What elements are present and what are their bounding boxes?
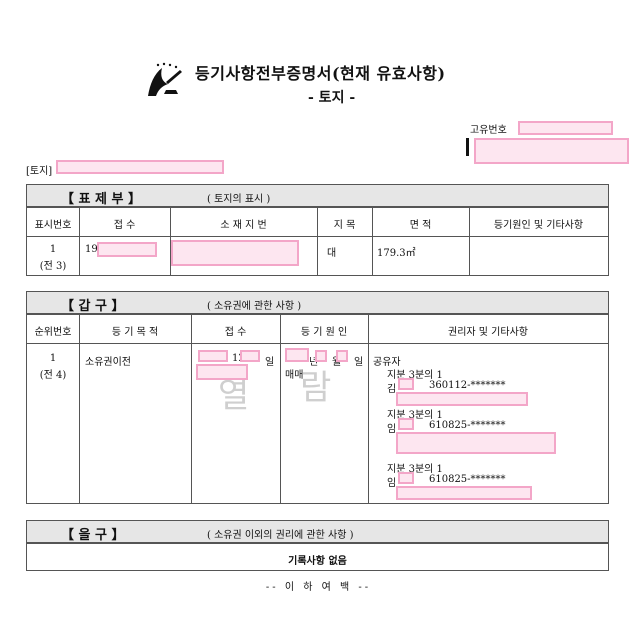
owners-title: 공유자 xyxy=(373,357,401,368)
barcode-mark xyxy=(466,138,469,156)
col-land-category: 지 목 xyxy=(333,220,356,231)
location-redaction xyxy=(171,240,299,266)
col-location: 소 재 지 번 xyxy=(220,220,267,231)
owner-2-name-redaction xyxy=(398,418,414,430)
owner-2-address-redaction xyxy=(396,432,556,454)
row-cause-year: 년 xyxy=(309,357,319,368)
receipt-redaction-3 xyxy=(196,364,248,380)
row-rank-number: 1 xyxy=(49,353,57,364)
row-receipt-fragment: 12 xyxy=(232,353,245,364)
section-eul-name: 【 을 구 】 xyxy=(61,528,125,543)
col-rights-holder: 권리자 및 기타사항 xyxy=(448,327,528,338)
row-registration-purpose: 소유권이전 xyxy=(85,357,131,368)
section-gap-table: 순위번호 등 기 목 적 접 수 등 기 원 인 권리자 및 기타사항 1 (전… xyxy=(26,314,609,504)
owner-2-share: 지분 3분의 1 xyxy=(387,410,443,421)
col-receipt: 접 수 xyxy=(113,220,136,231)
section-title-deed-table: 표시번호 접 수 소 재 지 번 지 목 면 적 등기원인 및 기타사항 1 (… xyxy=(26,207,609,276)
row-display-number-prev: (전 3) xyxy=(39,261,67,272)
row-area: 179.3㎡ xyxy=(377,248,416,259)
col-receipt: 접 수 xyxy=(224,327,247,338)
owner-3-address-redaction xyxy=(396,486,532,500)
unique-number-label: 고유번호 xyxy=(470,125,507,136)
owner-2-id: 610825-******* xyxy=(429,420,506,431)
no-records-note: 기록사항 없음 xyxy=(288,556,347,567)
section-eul-desc: ( 소유권 이외의 권리에 관한 사항 ) xyxy=(207,530,354,541)
cause-redaction-1 xyxy=(285,348,309,362)
col-area: 면 적 xyxy=(409,220,432,231)
section-title-deed-name: 【 표 제 부 】 xyxy=(61,192,141,207)
section-eul-header: 【 을 구 】 ( 소유권 이외의 권리에 관한 사항 ) xyxy=(26,520,609,543)
document-title: 등기사항전부증명서(현재 유효사항) xyxy=(195,64,446,83)
section-gap-header: 【 갑 구 】 ( 소유권에 관한 사항 ) xyxy=(26,291,609,314)
unique-number-redaction xyxy=(518,121,613,135)
owner-3-share: 지분 3분의 1 xyxy=(387,464,443,475)
end-of-document-marker: -- 이 하 여 백 -- xyxy=(265,582,372,593)
cause-redaction-2 xyxy=(315,350,327,362)
section-title-deed-desc: ( 토지의 표시 ) xyxy=(207,194,271,205)
barcode-redaction xyxy=(474,138,629,164)
row-receipt-day: 일 xyxy=(265,357,275,368)
watermark-char-2: 람 xyxy=(300,368,332,408)
row-receipt: 19 xyxy=(85,244,98,255)
col-other-matters: 등기원인 및 기타사항 xyxy=(493,220,584,231)
land-address-redaction xyxy=(56,160,224,174)
col-registration-cause: 등 기 원 인 xyxy=(300,327,348,338)
section-title-deed-header: 【 표 제 부 】 ( 토지의 표시 ) xyxy=(26,184,609,207)
row-rank-number-prev: (전 4) xyxy=(39,370,67,381)
receipt-redaction-1 xyxy=(198,350,228,362)
court-emblem-icon xyxy=(148,62,182,96)
row-land-category: 대 xyxy=(327,248,337,259)
section-gap-name: 【 갑 구 】 xyxy=(61,299,125,314)
watermark-char-1: 열 xyxy=(218,376,250,416)
col-display-number: 표시번호 xyxy=(34,220,72,231)
col-rank-number: 순위번호 xyxy=(34,327,72,338)
section-eul-table: 기록사항 없음 xyxy=(26,543,609,571)
section-gap-desc: ( 소유권에 관한 사항 ) xyxy=(207,301,302,312)
owner-1-name: 김 xyxy=(387,384,397,395)
row-cause-kind: 매매 xyxy=(285,370,304,381)
owner-3-name-redaction xyxy=(398,472,414,484)
owner-3-name: 임 xyxy=(387,478,397,489)
row-cause-month: 월 xyxy=(332,357,342,368)
receipt-redaction xyxy=(97,242,157,257)
document-subtitle: - 토지 - xyxy=(308,90,356,106)
owner-1-name-redaction xyxy=(398,378,414,390)
row-cause-day: 일 xyxy=(354,357,364,368)
receipt-redaction-2 xyxy=(240,350,260,362)
cause-redaction-3 xyxy=(336,350,348,362)
owner-3-id: 610825-******* xyxy=(429,474,506,485)
col-registration-purpose: 등 기 목 적 xyxy=(111,327,159,338)
owner-2-name: 임 xyxy=(387,424,397,435)
owner-1-address-redaction xyxy=(396,392,528,406)
row-display-number: 1 xyxy=(49,244,57,255)
owner-1-id: 360112-******* xyxy=(429,380,506,391)
owner-1-share: 지분 3분의 1 xyxy=(387,370,443,381)
land-address-label: [토지] xyxy=(26,166,53,177)
